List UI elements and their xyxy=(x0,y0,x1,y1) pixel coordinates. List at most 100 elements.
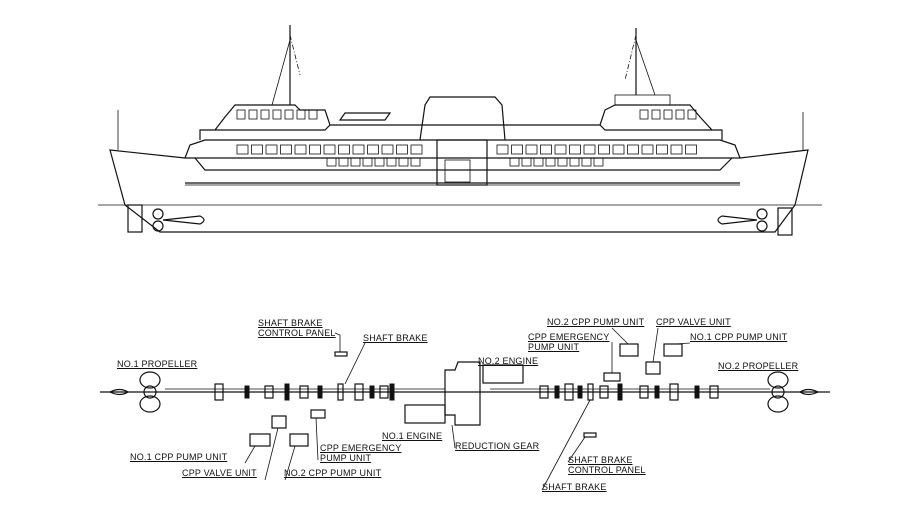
window xyxy=(663,109,673,120)
window xyxy=(675,109,685,120)
label-line: SHAFT BRAKE xyxy=(258,318,323,328)
window xyxy=(326,157,337,167)
label-no1-engine: NO.1 ENGINE xyxy=(382,431,443,441)
coupling xyxy=(354,383,364,401)
aft-bridge xyxy=(599,104,713,131)
label-shaft-brake-left: SHAFT BRAKE xyxy=(363,333,428,343)
shaft-brake-left xyxy=(337,383,344,401)
label-line: CPP EMERGENCY xyxy=(528,332,610,342)
window xyxy=(251,144,263,155)
window xyxy=(362,157,373,167)
coupling xyxy=(379,385,389,399)
label-no2-cpp-pump-unit-right: NO.2 CPP PUMP UNIT xyxy=(547,317,645,327)
no1-cpp-pump-unit-left xyxy=(249,433,271,447)
window xyxy=(396,144,408,155)
leader-lines xyxy=(244,327,691,491)
coupling xyxy=(369,385,375,399)
center-casing xyxy=(419,96,506,141)
window xyxy=(338,157,349,167)
window xyxy=(639,109,649,120)
window xyxy=(557,157,568,167)
shaft-brake-control-panel-right xyxy=(583,432,597,438)
window xyxy=(685,144,697,155)
window xyxy=(323,144,336,155)
window xyxy=(309,144,321,155)
coupling xyxy=(617,383,623,401)
window xyxy=(545,157,556,167)
label-cpp-valve-unit-left: CPP VALVE UNIT xyxy=(182,468,257,478)
window xyxy=(511,144,523,155)
label-reduction-gear: REDUCTION GEAR xyxy=(455,441,540,451)
label-no2-engine: NO.2 ENGINE xyxy=(478,356,539,366)
window xyxy=(569,144,581,155)
window xyxy=(554,144,567,155)
coupling xyxy=(694,385,700,399)
window xyxy=(367,144,379,155)
label-cpp-valve-unit-right: CPP VALVE UNIT xyxy=(656,317,731,327)
no2-cpp-pump-unit-right xyxy=(619,343,639,357)
window xyxy=(260,109,270,120)
cpp-emergency-pump-unit-left xyxy=(310,409,326,419)
window xyxy=(569,157,580,167)
window xyxy=(381,144,394,155)
window xyxy=(540,144,552,155)
window xyxy=(410,144,423,155)
label-line: CONTROL PANEL xyxy=(258,328,336,338)
coupling xyxy=(299,385,309,399)
window xyxy=(533,157,544,167)
window xyxy=(687,109,697,120)
window xyxy=(248,109,258,120)
window xyxy=(374,157,385,167)
fwd-bridge xyxy=(214,104,331,131)
coupling xyxy=(599,385,609,399)
window xyxy=(236,109,246,120)
no2-propeller-symbol xyxy=(767,371,819,413)
cpp-valve-unit-right xyxy=(645,361,661,375)
window xyxy=(641,144,654,155)
shaft-brake-control-panel-left xyxy=(334,351,348,357)
window xyxy=(651,109,661,120)
coupling xyxy=(554,385,560,399)
window xyxy=(521,157,532,167)
window xyxy=(656,144,668,155)
cpp-valve-unit-left xyxy=(271,415,287,429)
window xyxy=(265,144,278,155)
coupling xyxy=(214,383,224,401)
window xyxy=(583,144,596,155)
window xyxy=(284,109,294,120)
label-shaft-brake-right: SHAFT BRAKE xyxy=(542,482,607,492)
coupling xyxy=(539,385,549,399)
machinery-arrangement xyxy=(100,327,830,491)
window xyxy=(581,157,592,167)
coupling xyxy=(654,385,660,399)
window xyxy=(352,144,365,155)
no2-engine xyxy=(482,364,524,384)
window xyxy=(670,144,683,155)
window xyxy=(593,157,604,167)
hull xyxy=(109,149,809,233)
window xyxy=(386,157,397,167)
window xyxy=(627,144,639,155)
window xyxy=(338,144,350,155)
no1-engine xyxy=(404,404,446,424)
coupling xyxy=(564,383,574,401)
coupling xyxy=(709,385,719,399)
window xyxy=(398,157,409,167)
window xyxy=(272,109,282,120)
label-no1-cpp-pump-unit-left: NO.1 CPP PUMP UNIT xyxy=(130,452,228,462)
coupling xyxy=(389,383,395,401)
window xyxy=(236,144,249,155)
no2-cpp-pump-unit-left xyxy=(289,433,309,447)
window xyxy=(350,157,361,167)
no1-propeller-symbol xyxy=(109,371,161,413)
label-no1-cpp-pump-unit-right: NO.1 CPP PUMP UNIT xyxy=(690,332,788,342)
coupling xyxy=(284,383,290,401)
label-no1-propeller: NO.1 PROPELLER xyxy=(117,359,198,369)
reduction-gear xyxy=(444,361,481,426)
shaft-couplings xyxy=(214,383,719,401)
window xyxy=(296,109,306,120)
